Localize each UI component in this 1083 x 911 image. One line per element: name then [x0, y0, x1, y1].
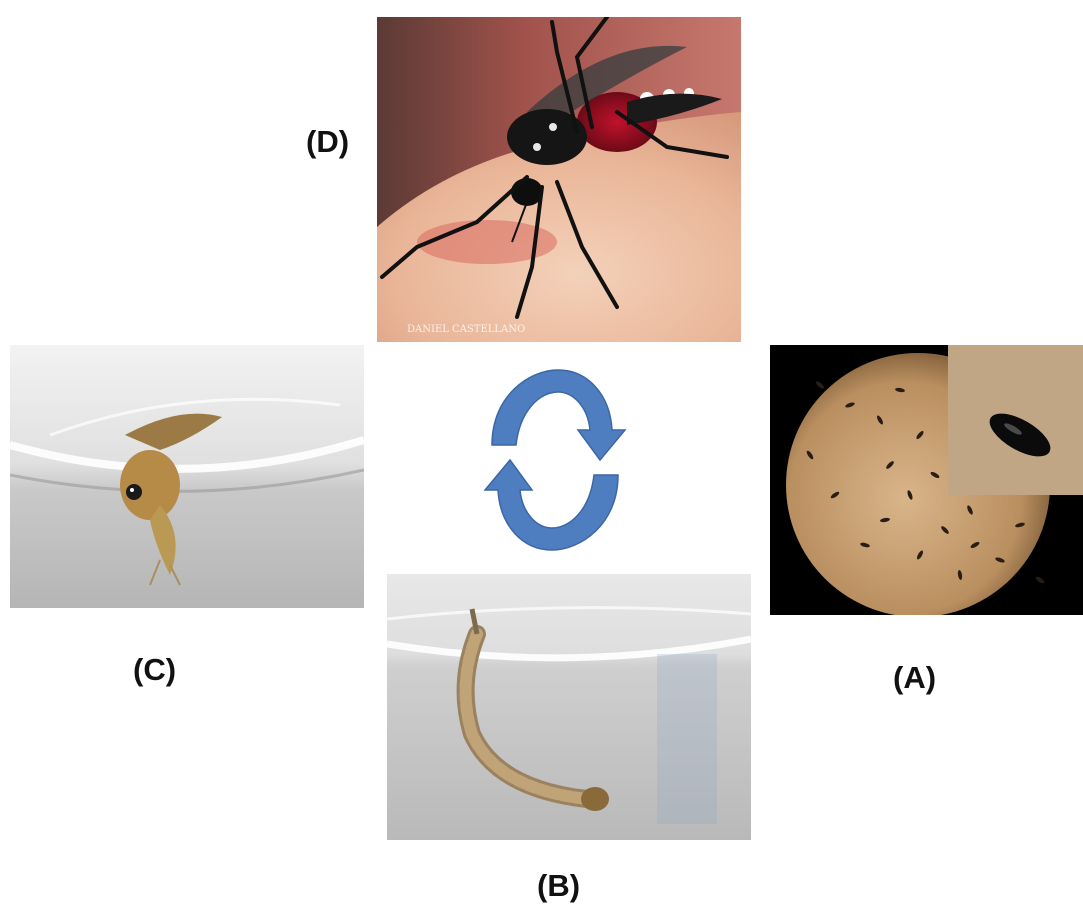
label-a: (A)	[893, 662, 936, 693]
adult-mosquito-photo: DANIEL CASTELLANO	[377, 17, 741, 342]
larva-photo	[387, 574, 751, 840]
label-d: (D)	[306, 126, 349, 157]
pupa-photo	[10, 345, 364, 608]
label-c: (C)	[133, 654, 176, 685]
label-b: (B)	[537, 870, 580, 901]
eggs-photo	[770, 345, 1083, 615]
circular-cycle-arrows-icon	[470, 360, 640, 560]
photo-watermark: DANIEL CASTELLANO	[407, 324, 525, 335]
